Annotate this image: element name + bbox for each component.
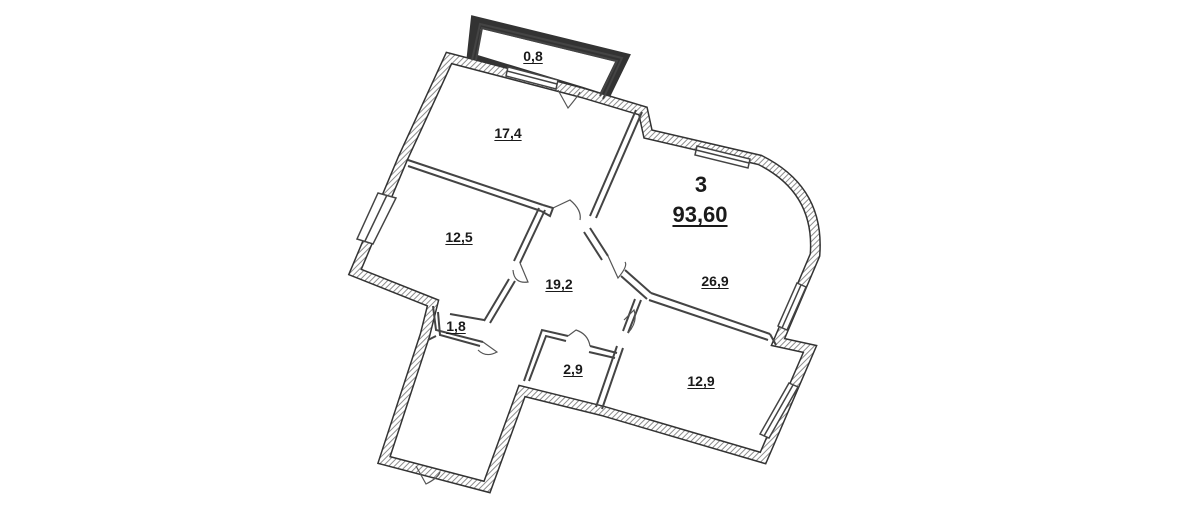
- bedroom-left-area: 12,5: [445, 229, 473, 245]
- toilet-area: 1,8: [446, 318, 466, 334]
- total-area: 93,60: [672, 202, 728, 227]
- windows: [355, 66, 807, 439]
- outer-wall: [347, 15, 821, 494]
- living-room-area: 26,9: [701, 273, 729, 289]
- hall-area: 19,2: [545, 276, 573, 292]
- doors: [415, 89, 636, 485]
- bathroom-area: 2,9: [563, 361, 583, 377]
- balcony-area: 0,8: [523, 48, 543, 64]
- kitchen-wall-detail: [769, 333, 777, 346]
- bedroom-top-area: 17,4: [494, 125, 522, 141]
- room-count: 3: [694, 172, 708, 197]
- interior-walls: [407, 109, 771, 410]
- kitchen-area: 12,9: [687, 373, 715, 389]
- balcony-outline: [471, 22, 624, 100]
